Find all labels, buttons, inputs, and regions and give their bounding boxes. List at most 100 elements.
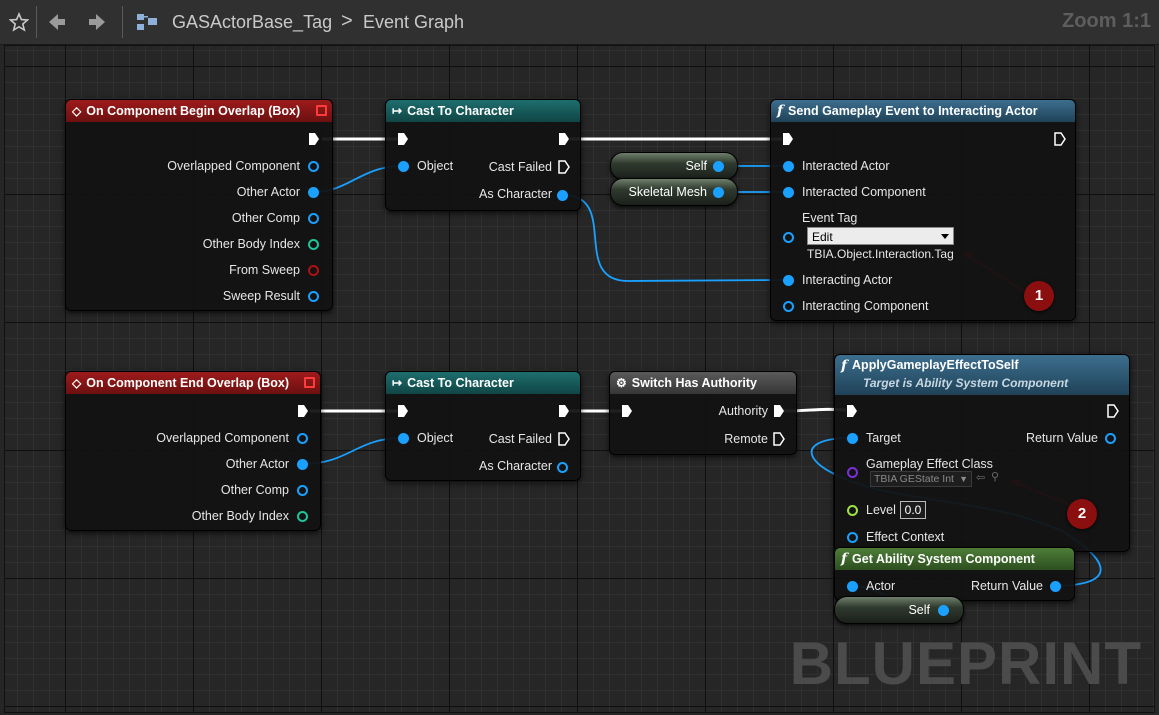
other-body-index-pin[interactable] xyxy=(297,511,308,522)
node-title: Switch Has Authority xyxy=(631,376,758,390)
interacting-component-pin[interactable] xyxy=(783,301,794,312)
gameplay-effect-class-pin[interactable] xyxy=(847,467,858,478)
exec-out-pin[interactable] xyxy=(558,404,570,418)
event-diamond-icon: ◇ xyxy=(72,376,82,390)
node-title: On Component End Overlap (Box) xyxy=(86,376,290,390)
delegate-icon xyxy=(316,105,327,116)
exec-out-pin[interactable] xyxy=(558,132,570,146)
event-diamond-icon: ◇ xyxy=(72,104,82,118)
function-icon: f xyxy=(841,551,848,567)
node-title: Cast To Character xyxy=(407,104,514,118)
exec-in-pin[interactable] xyxy=(846,404,858,418)
other-comp-pin[interactable] xyxy=(297,485,308,496)
overlapped-component-pin[interactable] xyxy=(297,433,308,444)
node-header: ◇ On Component End Overlap (Box) xyxy=(66,372,320,394)
node-title: Send Gameplay Event to Interacting Actor xyxy=(788,104,1038,118)
exec-in-pin[interactable] xyxy=(397,132,409,146)
interacting-actor-pin[interactable] xyxy=(783,275,794,286)
target-pin[interactable] xyxy=(847,433,858,444)
pin-label: Interacted Component xyxy=(802,185,926,199)
chevron-down-icon: ▼ xyxy=(959,474,968,484)
var-label: Self xyxy=(685,159,707,173)
breadcrumb-asset[interactable]: GASActorBase_Tag xyxy=(172,12,333,32)
skeletal-mesh-variable-node[interactable]: Skeletal Mesh xyxy=(610,178,738,206)
return-value-pin[interactable] xyxy=(1050,581,1061,592)
object-pin[interactable] xyxy=(398,433,409,444)
exec-out-pin[interactable] xyxy=(308,132,320,146)
function-icon: f xyxy=(777,103,784,119)
back-arrow-icon[interactable] xyxy=(44,8,70,36)
level-input[interactable]: 0.0 xyxy=(900,501,926,519)
gameplay-effect-class-dropdown[interactable]: TBIA GEState Int ▼ xyxy=(870,471,972,487)
graph-icon xyxy=(134,8,160,36)
self-variable-node[interactable]: Self xyxy=(610,152,738,180)
self-out-pin[interactable] xyxy=(938,605,949,616)
end-overlap-node[interactable]: ◇ On Component End Overlap (Box) Overlap… xyxy=(65,371,321,531)
node-title: ApplyGameplayEffectToSelf xyxy=(852,358,1019,372)
pin-label: Other Body Index xyxy=(191,509,289,523)
event-tag-edit-dropdown[interactable]: Edit xyxy=(807,227,954,245)
exec-in-pin[interactable] xyxy=(621,404,633,418)
pin-label: Other Body Index xyxy=(202,237,300,251)
exec-out-pin[interactable] xyxy=(297,404,309,418)
return-value-pin[interactable] xyxy=(1105,433,1116,444)
effect-context-pin[interactable] xyxy=(847,532,858,543)
actor-pin[interactable] xyxy=(847,581,858,592)
begin-overlap-node[interactable]: ◇ On Component Begin Overlap (Box) Overl… xyxy=(65,99,333,311)
event-tag-pin[interactable] xyxy=(783,232,794,243)
remote-exec-pin[interactable] xyxy=(773,432,785,446)
switch-has-authority-node[interactable]: ⚙ Switch Has Authority Authority Remote xyxy=(609,371,797,455)
sweep-result-pin[interactable] xyxy=(308,291,319,302)
pin-label: Effect Context xyxy=(866,530,945,544)
node-title: On Component Begin Overlap (Box) xyxy=(86,104,301,118)
from-sweep-pin[interactable] xyxy=(308,265,319,276)
interacted-actor-pin[interactable] xyxy=(783,161,794,172)
dropdown-label: Edit xyxy=(812,230,833,244)
object-pin[interactable] xyxy=(398,161,409,172)
cast-to-character-node[interactable]: ↦ Cast To Character Object Cast Failed A… xyxy=(385,371,581,481)
other-body-index-pin[interactable] xyxy=(308,239,319,250)
pin-label: Other Comp xyxy=(220,483,289,497)
overlapped-component-pin[interactable] xyxy=(308,161,319,172)
pin-label: Interacting Actor xyxy=(802,273,893,287)
self-variable-node[interactable]: Self xyxy=(834,596,964,624)
level-pin[interactable] xyxy=(847,505,858,516)
get-ability-system-component-node[interactable]: f Get Ability System Component Actor Ret… xyxy=(834,547,1075,601)
other-comp-pin[interactable] xyxy=(308,213,319,224)
pin-label: Interacted Actor xyxy=(802,159,890,173)
pin-label: Other Comp xyxy=(231,211,300,225)
as-character-pin[interactable] xyxy=(557,462,568,473)
use-selected-arrow-icon[interactable]: ⇦ xyxy=(976,472,986,484)
breadcrumb-graph[interactable]: Event Graph xyxy=(363,12,465,32)
interacted-component-pin[interactable] xyxy=(783,187,794,198)
authority-exec-pin[interactable] xyxy=(773,404,785,418)
star-icon[interactable] xyxy=(6,8,32,36)
exec-in-pin[interactable] xyxy=(782,132,794,146)
event-tag-value: TBIA.Object.Interaction.Tag xyxy=(807,247,954,261)
browse-search-icon[interactable]: ⚲ xyxy=(991,471,1000,483)
cast-failed-pin[interactable] xyxy=(558,160,570,174)
forward-arrow-icon[interactable] xyxy=(84,8,110,36)
cast-arrow-icon: ↦ xyxy=(392,376,403,390)
other-actor-pin[interactable] xyxy=(308,187,319,198)
skeletal-mesh-out-pin[interactable] xyxy=(713,187,724,198)
zoom-level: Zoom 1:1 xyxy=(1062,10,1151,32)
send-gameplay-event-node[interactable]: f Send Gameplay Event to Interacting Act… xyxy=(770,99,1076,321)
cast-failed-pin[interactable] xyxy=(558,432,570,446)
function-icon: f xyxy=(841,358,848,374)
pin-label: Return Value xyxy=(970,579,1043,593)
pin-label: Target xyxy=(866,431,901,445)
node-header: ⚙ Switch Has Authority xyxy=(610,372,796,394)
exec-out-pin[interactable] xyxy=(1107,404,1119,418)
other-actor-pin[interactable] xyxy=(297,459,308,470)
as-character-pin[interactable] xyxy=(557,190,568,201)
node-title: Get Ability System Component xyxy=(852,552,1035,566)
exec-in-pin[interactable] xyxy=(397,404,409,418)
self-out-pin[interactable] xyxy=(713,161,724,172)
cast-to-character-node[interactable]: ↦ Cast To Character Object Cast Failed A… xyxy=(385,99,581,211)
toolbar-separator xyxy=(122,6,123,38)
annotation-badge-2: 2 xyxy=(1067,499,1097,529)
node-header: ↦ Cast To Character xyxy=(386,372,580,394)
pin-label: Cast Failed xyxy=(488,160,552,174)
exec-out-pin[interactable] xyxy=(1054,132,1066,146)
